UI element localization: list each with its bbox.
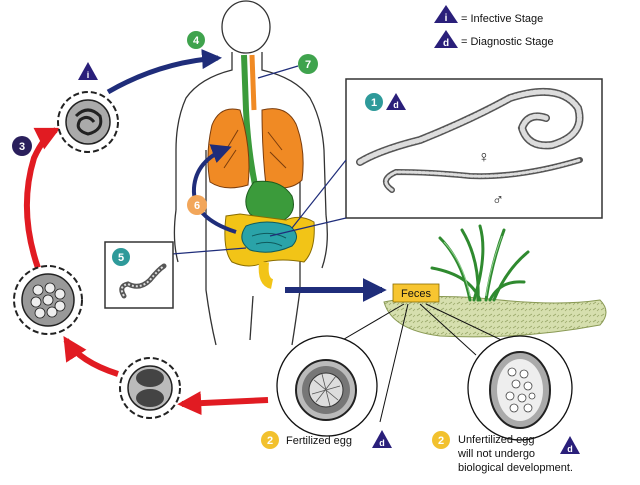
embryonation-arrow-right: [177, 391, 269, 416]
embryonation-arrow-left: [23, 127, 61, 269]
svg-text:d: d: [379, 438, 385, 448]
svg-text:Fertilized egg: Fertilized egg: [286, 435, 352, 447]
step-1-badge: 1 d: [365, 93, 406, 111]
morula-egg: [13, 265, 83, 335]
infective-stage-icon: i: [434, 5, 458, 24]
unfertilized-egg-circle: [467, 335, 573, 441]
adult-worms-panel: 1 d ♀ ♂: [269, 78, 603, 237]
step-6-badge: 6: [187, 195, 207, 215]
legend-diagnostic-label: = Diagnostic Stage: [461, 36, 554, 48]
svg-text:6: 6: [194, 200, 200, 212]
small-intestine: [241, 221, 297, 253]
two-cell-egg: [119, 357, 181, 419]
svg-text:d: d: [443, 38, 449, 49]
svg-text:Feces: Feces: [401, 288, 431, 300]
embryonated-egg: [57, 91, 119, 153]
embryonation-arrow-bottom: [63, 335, 119, 377]
svg-text:i: i: [445, 13, 448, 24]
left-lung: [207, 108, 250, 189]
infective-stage-marker: i: [78, 62, 98, 80]
legend: i = Infective Stage d = Diagnostic Stage: [434, 5, 554, 49]
svg-text:d: d: [567, 444, 573, 454]
female-symbol: ♀: [478, 149, 490, 166]
svg-text:3: 3: [19, 141, 25, 153]
step-7-badge: 7: [298, 54, 318, 74]
larva-panel: 5: [104, 241, 247, 309]
svg-text:2: 2: [438, 435, 444, 447]
trachea: [249, 54, 257, 111]
svg-text:2: 2: [267, 435, 273, 447]
fertilized-egg-circle: [276, 335, 378, 437]
diagnostic-stage-icon: d: [434, 30, 458, 49]
svg-text:1: 1: [371, 97, 377, 109]
legend-infective-label: = Infective Stage: [461, 13, 543, 25]
svg-text:d: d: [393, 100, 399, 110]
svg-text:will not undergo: will not undergo: [457, 448, 535, 460]
svg-text:7: 7: [305, 59, 311, 71]
right-lung: [261, 108, 304, 189]
svg-text:4: 4: [193, 35, 200, 47]
male-symbol: ♂: [492, 192, 504, 209]
soil: [383, 295, 607, 338]
step-5-badge: 5: [112, 248, 130, 266]
svg-text:Unfertilized egg: Unfertilized egg: [458, 434, 534, 446]
step-4-badge: 4: [187, 31, 205, 49]
svg-text:biological development.: biological development.: [458, 462, 573, 474]
grass-highlights: [443, 235, 503, 297]
ingestion-arrow: [106, 49, 222, 95]
svg-text:5: 5: [118, 252, 124, 264]
feces-label-box: Feces: [392, 283, 440, 303]
svg-text:i: i: [87, 70, 90, 80]
digestive-organs: [207, 54, 315, 289]
step-3-badge: 3: [12, 136, 32, 156]
unfertilized-egg-label: 2 Unfertilized egg will not undergo biol…: [432, 431, 580, 474]
fertilized-egg-label: 2 Fertilized egg d: [261, 430, 392, 449]
migration-arrow: [191, 144, 237, 234]
esophagus: [241, 54, 258, 186]
grass: [430, 224, 530, 302]
